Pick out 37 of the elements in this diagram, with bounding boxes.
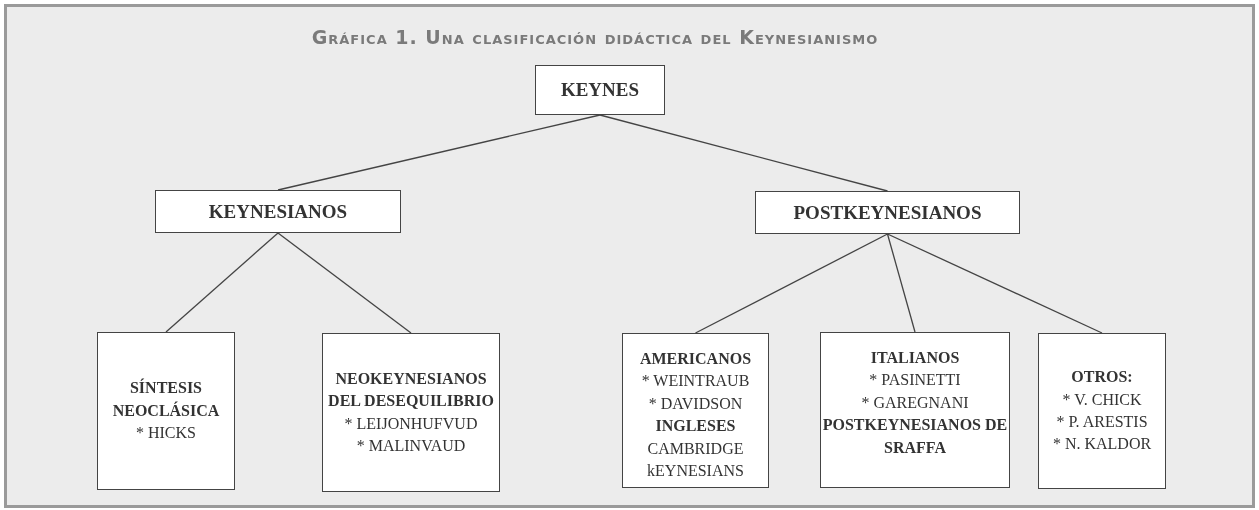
box-text: AMERICANOS bbox=[639, 349, 752, 369]
group-box bbox=[622, 333, 769, 488]
connector-line bbox=[277, 114, 601, 191]
connector-line bbox=[277, 232, 412, 334]
group-box bbox=[1038, 333, 1166, 489]
box-text: * MALINVAUD bbox=[356, 435, 466, 456]
box-text: * LEIJONHUFVUD bbox=[344, 413, 478, 434]
box-text: * P. ARESTIS bbox=[1056, 412, 1148, 432]
box-text: CAMBRIDGE kEYNESIANS bbox=[646, 438, 745, 481]
category-box bbox=[155, 190, 401, 233]
box-text: KEYNES bbox=[560, 79, 640, 101]
box-text: SÍNTESIS NEOCLÁSICA bbox=[111, 377, 221, 421]
box-text: * HICKS bbox=[136, 423, 196, 444]
box-text: * WEINTRAUB bbox=[641, 371, 750, 392]
connector-line bbox=[886, 233, 1103, 334]
connector-line bbox=[694, 233, 889, 334]
group-box bbox=[97, 332, 235, 490]
box-text: * GAREGNANI bbox=[861, 392, 969, 413]
box-text: * N. KALDOR bbox=[1052, 434, 1152, 455]
box-text: * PASINETTI bbox=[869, 370, 961, 391]
connector-line bbox=[165, 232, 279, 333]
connector-line bbox=[599, 114, 889, 192]
box-text: INGLESES bbox=[655, 416, 736, 437]
connector-line bbox=[886, 233, 916, 333]
box-text: * V. CHICK bbox=[1062, 389, 1142, 410]
group-box bbox=[820, 332, 1010, 488]
title: Gráfica 1. Una clasificación didáctica del Keynesianismo bbox=[310, 26, 880, 48]
box-text: ITALIANOS bbox=[870, 348, 960, 368]
box-text: NEOKEYNESIANOS DEL DESEQUILIBRIO bbox=[327, 368, 495, 412]
box-text: POSTKEYNESIANOS bbox=[793, 201, 982, 224]
box-text: POSTKEYNESIANOS DE SRAFFA bbox=[821, 415, 1009, 458]
group-box bbox=[322, 333, 500, 492]
category-box bbox=[755, 191, 1020, 234]
category-box bbox=[535, 65, 665, 115]
box-text: OTROS: bbox=[1071, 367, 1133, 388]
box-text: * DAVIDSON bbox=[648, 393, 743, 414]
box-text: KEYNESIANOS bbox=[208, 200, 348, 223]
